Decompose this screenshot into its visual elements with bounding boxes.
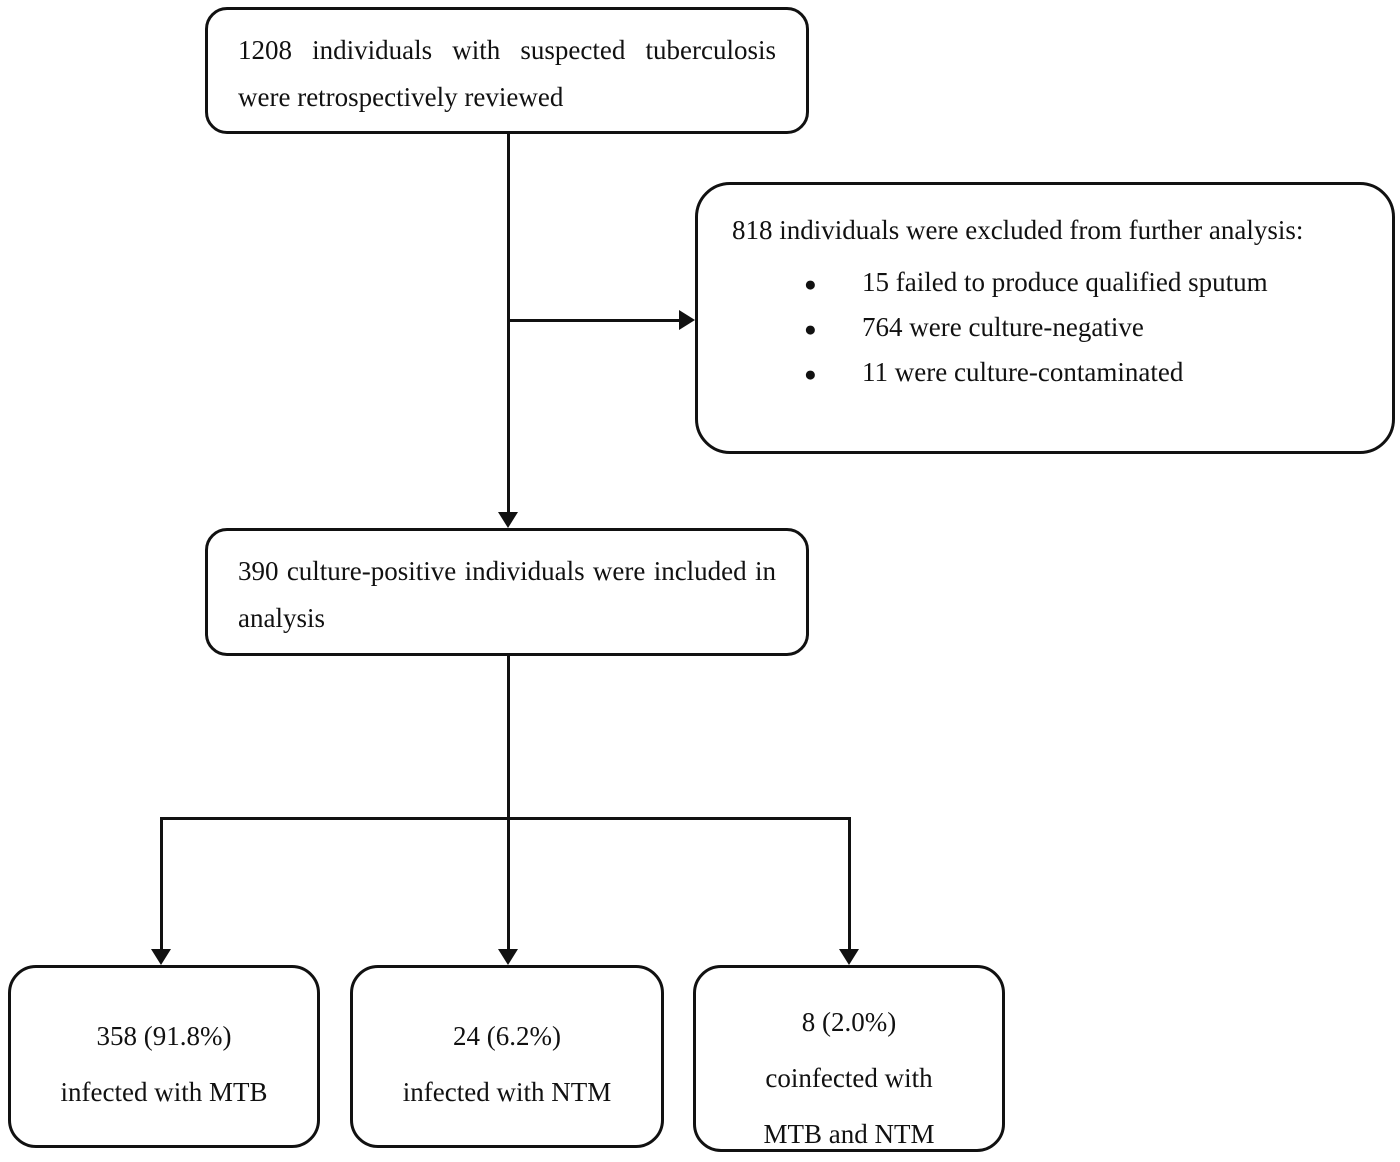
ntm-label: infected with NTM: [402, 1077, 612, 1107]
list-item: ● 11 were culture-contaminated: [804, 350, 1358, 395]
connector-suspected-to-included: [507, 133, 510, 517]
connector-included-to-branch: [507, 656, 510, 952]
box-suspected-reviewed: 1208 individuals with suspected tubercul…: [205, 7, 809, 134]
box-coinfected: 8 (2.0%) coinfected with MTB and NTM: [693, 965, 1005, 1152]
arrowhead-down-coinfected: [839, 949, 859, 965]
box-included-analysis: 390 culture-positive individuals were in…: [205, 528, 809, 656]
box-excluded: 818 individuals were excluded from furth…: [695, 182, 1395, 454]
arrowhead-down-ntm: [498, 949, 518, 965]
arrowhead-down-included: [498, 512, 518, 528]
box-excluded-intro: 818 individuals were excluded from furth…: [732, 215, 1304, 245]
branch-horizontal-line: [160, 817, 851, 820]
bullet-icon: ●: [804, 362, 817, 386]
arrowhead-down-mtb: [151, 949, 171, 965]
box-suspected-text: 1208 individuals with suspected tubercul…: [238, 35, 776, 112]
box-infected-mtb: 358 (91.8%) infected with MTB: [8, 965, 320, 1148]
bullet-icon: ●: [804, 272, 817, 296]
box-included-text: 390 culture-positive individuals were in…: [238, 556, 776, 633]
coinfected-count: 8 (2.0%): [801, 1007, 897, 1037]
excluded-bullet-list: ● 15 failed to produce qualified sputum …: [732, 260, 1358, 395]
mtb-label: infected with MTB: [60, 1077, 268, 1107]
bullet-text: 764 were culture-negative: [862, 312, 1144, 342]
list-item: ● 15 failed to produce qualified sputum: [804, 260, 1358, 305]
arrowhead-right-excluded: [679, 310, 695, 330]
bullet-text: 11 were culture-contaminated: [862, 357, 1184, 387]
coinfected-label-1: coinfected with: [765, 1063, 933, 1093]
coinfected-label-2: MTB and NTM: [763, 1119, 935, 1149]
list-item: ● 764 were culture-negative: [804, 305, 1358, 350]
branch-line-coinfected: [848, 818, 851, 952]
box-infected-ntm: 24 (6.2%) infected with NTM: [350, 965, 664, 1148]
bullet-text: 15 failed to produce qualified sputum: [862, 267, 1268, 297]
branch-line-mtb: [160, 818, 163, 952]
connector-to-excluded: [508, 319, 683, 322]
ntm-count: 24 (6.2%): [453, 1021, 561, 1051]
mtb-count: 358 (91.8%): [96, 1021, 232, 1051]
bullet-icon: ●: [804, 317, 817, 341]
